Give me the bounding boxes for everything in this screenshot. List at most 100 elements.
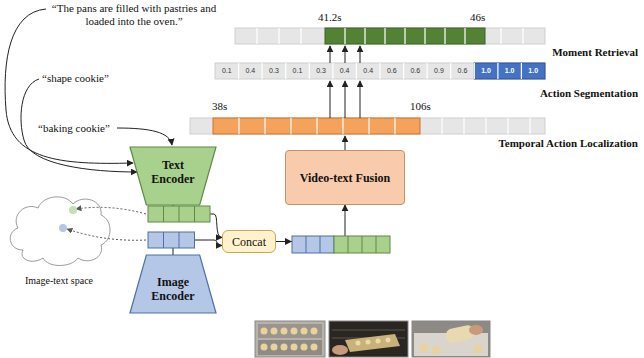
video-frame <box>258 340 322 355</box>
action-localization-bar <box>190 118 545 134</box>
task-name: Moment Retrieval <box>552 46 638 59</box>
task-name: Action Segmentation <box>540 87 638 100</box>
score-value: 0.4 <box>239 63 263 79</box>
score-value: 0.1 <box>215 63 239 79</box>
video-frame <box>301 328 308 335</box>
joint-token-bar <box>292 236 334 253</box>
action-segmentation-bar <box>239 63 522 79</box>
joint-token-bar <box>285 238 292 245</box>
video-frame <box>366 340 371 345</box>
video-frame <box>420 344 428 352</box>
video-frame <box>258 324 322 338</box>
video-frame <box>255 321 325 357</box>
video-frame <box>271 328 278 335</box>
score-value: 0.3 <box>262 63 286 79</box>
query-leader <box>117 128 172 145</box>
video-frame <box>329 321 408 357</box>
video-frame <box>291 344 298 351</box>
query-text: “baking cookie” <box>38 122 110 135</box>
score-value: 1.0 <box>474 63 498 79</box>
image-token-bar <box>148 232 195 248</box>
video-frame <box>412 321 490 357</box>
projection-arrow <box>67 229 146 240</box>
node-label: Video-text Fusion <box>300 171 391 185</box>
fusion-box: Video-text Fusion <box>285 150 405 205</box>
video-frame <box>311 344 318 351</box>
output-arrow <box>330 46 360 150</box>
video-frame <box>255 321 325 357</box>
moment-retrieval-bar <box>235 28 545 44</box>
embedding-space: Image-text space <box>3 190 115 290</box>
query-text: “The pans are filled with pastries and l… <box>50 2 218 28</box>
image-token-bar <box>148 232 195 248</box>
output-arrow <box>360 81 361 118</box>
image-encoder: Image Encoder <box>130 255 216 313</box>
video-frame <box>301 344 308 351</box>
score-value: 0.6 <box>451 63 475 79</box>
video-frame <box>332 345 348 355</box>
video-frame <box>261 328 268 335</box>
video-frame <box>261 344 268 351</box>
video-frame <box>412 321 490 357</box>
text-token-bar <box>164 206 195 222</box>
output-arrow <box>345 81 346 118</box>
node-label: Image Encoder <box>142 275 204 303</box>
query-leader <box>21 79 137 172</box>
score-value: 0.9 <box>427 63 451 79</box>
score-value: 0.6 <box>404 63 428 79</box>
moment-retrieval-bar <box>257 28 523 44</box>
encoder-outline <box>130 255 216 313</box>
video-frame <box>271 344 278 351</box>
action-localization-bar <box>190 118 545 134</box>
video-frame <box>386 338 391 343</box>
score-value: 0.4 <box>356 63 380 79</box>
video-frame <box>291 328 298 335</box>
moment-retrieval-bar <box>235 28 545 44</box>
output-arrow <box>330 81 331 118</box>
time-stamp: 106s <box>410 100 431 113</box>
video-frame <box>281 328 288 335</box>
video-frame <box>474 345 482 353</box>
space-label: Image-text space <box>3 275 115 286</box>
video-frame <box>356 338 391 346</box>
task-name: Temporal Action Localization <box>498 137 638 150</box>
time-stamp: 38s <box>212 100 227 113</box>
time-stamp: 46s <box>470 11 485 24</box>
joint-token-bar <box>285 236 390 253</box>
projection-arrow <box>67 207 146 240</box>
score-value: 1.0 <box>498 63 522 79</box>
video-frame <box>376 339 381 344</box>
video-frame <box>329 321 408 357</box>
node-label: Concat <box>232 235 266 249</box>
cloud-outline <box>10 197 110 266</box>
output-arrow <box>330 46 331 63</box>
text-encoder: Text Encoder <box>130 147 216 205</box>
text-token-bar <box>148 206 210 222</box>
joint-token-bar <box>348 236 376 253</box>
score-value: 1.0 <box>521 63 545 79</box>
node-label: Text Encoder <box>142 158 204 186</box>
score-value: 0.3 <box>309 63 333 79</box>
action-localization-bar <box>239 118 530 134</box>
video-frame <box>469 325 483 335</box>
encoder-outline <box>130 147 216 205</box>
video-frame <box>345 334 400 352</box>
action-segmentation-bar <box>215 63 545 79</box>
score-value: 0.6 <box>380 63 404 79</box>
video-frame <box>311 328 318 335</box>
joint-token-bar <box>306 236 320 253</box>
query-text: “shape cookie” <box>42 72 109 85</box>
score-value: 0.4 <box>333 63 357 79</box>
joint-token-bar <box>334 236 390 253</box>
score-value: 0.1 <box>286 63 310 79</box>
video-frame <box>281 344 288 351</box>
output-arrow <box>345 136 346 150</box>
image-embedding-dot <box>59 224 67 232</box>
video-frame <box>356 341 361 346</box>
concat-box: Concat <box>222 230 276 253</box>
action-segmentation-bar <box>215 63 545 79</box>
video-frame <box>261 328 318 351</box>
action-segmentation-bar <box>474 63 545 79</box>
image-token-bar <box>164 232 180 248</box>
projection-arrow <box>76 207 146 214</box>
